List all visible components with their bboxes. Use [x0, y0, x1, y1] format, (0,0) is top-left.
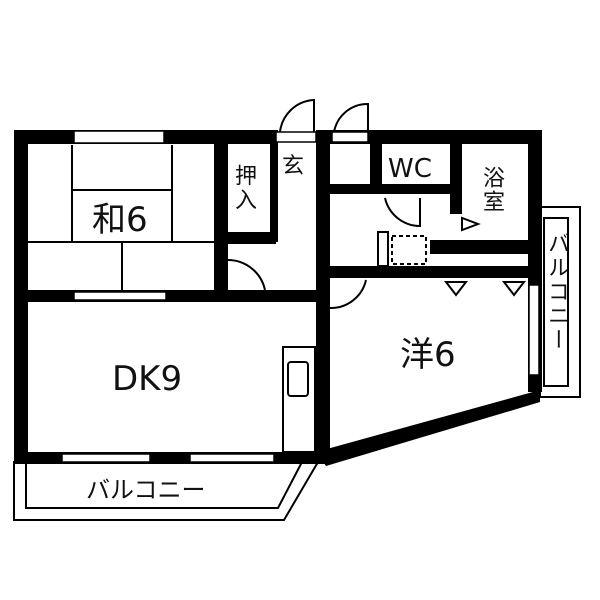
room-label-dk: DK9 — [112, 359, 183, 399]
closet-marker-icon — [443, 281, 469, 297]
bath-marker-icon — [461, 216, 481, 232]
washer-space-icon — [391, 235, 427, 265]
door-icon — [333, 102, 369, 133]
room-label-bath: 浴室 — [479, 166, 504, 214]
sink-icon — [287, 361, 309, 397]
window — [73, 291, 167, 301]
room-label-oshiire: 押入 — [231, 164, 256, 212]
entrance-door-icon — [279, 98, 315, 133]
window — [73, 130, 165, 144]
closet-marker-icon — [501, 281, 527, 297]
balcony-label-south: バルコニー — [86, 476, 206, 504]
window — [528, 284, 540, 376]
room-label-washitsu: 和6 — [92, 200, 148, 240]
door-icon — [227, 259, 266, 291]
window — [61, 453, 151, 463]
room-label-youshitsu: 洋6 — [400, 335, 456, 375]
balcony-label-east: バルコニー — [544, 232, 569, 352]
door-icon — [329, 279, 367, 310]
window — [189, 453, 275, 463]
room-label-wc: WC — [388, 154, 432, 184]
wc-door-icon — [384, 197, 421, 228]
room-label-genkan: 玄 — [282, 154, 305, 179]
